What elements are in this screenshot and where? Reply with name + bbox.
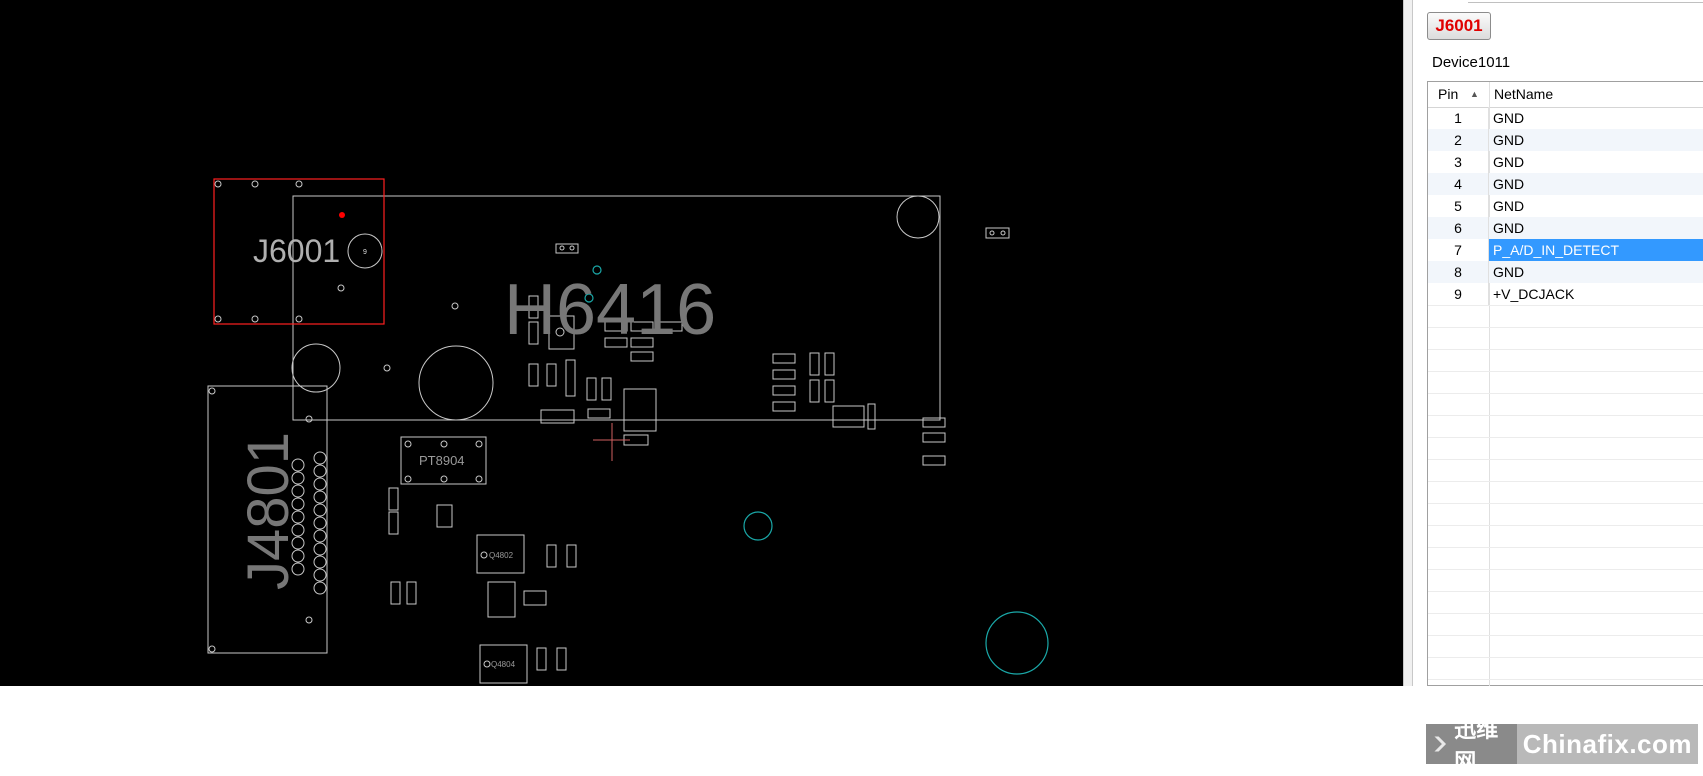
empty-row xyxy=(1428,349,1703,372)
empty-row xyxy=(1428,415,1703,438)
pin-cell: 2 xyxy=(1428,129,1489,151)
via xyxy=(743,511,773,541)
empty-row xyxy=(1428,679,1703,686)
sort-ascending-icon: ▲ xyxy=(1470,89,1479,99)
crosshair-cursor xyxy=(593,423,630,461)
component-button[interactable]: J6001 xyxy=(1427,12,1491,40)
watermark-en: Chinafix.com xyxy=(1516,724,1698,764)
pt8904-label: PT8904 xyxy=(419,453,465,468)
empty-row xyxy=(1428,393,1703,416)
device-label: Device1011 xyxy=(1432,54,1511,71)
pin-cell: 5 xyxy=(1428,195,1489,217)
empty-row xyxy=(1428,635,1703,658)
pin-cell: 6 xyxy=(1428,217,1489,239)
watermark-logo: 迅维网 Chinafix.com xyxy=(1426,717,1698,774)
netname-cell: GND xyxy=(1493,264,1525,280)
pin-cell: 7 xyxy=(1428,239,1489,261)
netname-cell: GND xyxy=(1493,176,1525,192)
q4804-label: Q4804 xyxy=(491,660,516,669)
empty-row xyxy=(1428,437,1703,460)
via xyxy=(451,302,459,310)
via xyxy=(208,645,216,653)
empty-row xyxy=(1428,459,1703,482)
q4802-outline xyxy=(476,534,525,574)
netname-cell: +V_DCJACK xyxy=(1493,286,1575,302)
via xyxy=(584,293,594,303)
empty-row xyxy=(1428,525,1703,548)
netname-cell: GND xyxy=(1493,132,1525,148)
pin-cell: 1 xyxy=(1428,107,1489,129)
j6001-pin-selected xyxy=(339,212,345,218)
mount-hole xyxy=(291,343,341,393)
empty-row xyxy=(1428,613,1703,636)
ic-outline xyxy=(832,405,865,428)
j6001-label: J6001 xyxy=(253,233,340,269)
pin-cell: 8 xyxy=(1428,261,1489,283)
q4804-outline xyxy=(479,644,528,684)
pcb-board-view[interactable]: H6416 J6001 9 J4801 PT8904 Q4802 Q4804 xyxy=(0,0,1403,686)
j6001-pin9-pad[interactable] xyxy=(347,233,383,269)
j6001-outline[interactable] xyxy=(213,178,385,325)
via xyxy=(592,265,602,275)
netname-cell: GND xyxy=(1493,198,1525,214)
pin-cell: 9 xyxy=(1428,283,1489,305)
empty-row xyxy=(1428,503,1703,526)
ic-outline xyxy=(548,315,575,350)
j4801-pins xyxy=(291,451,327,595)
column-header-netname[interactable]: NetName xyxy=(1490,82,1703,107)
empty-row xyxy=(1428,481,1703,504)
empty-row xyxy=(1428,547,1703,570)
smd-pads xyxy=(388,227,1010,671)
mount-hole xyxy=(418,345,494,421)
h6416-label: H6416 xyxy=(504,270,716,350)
footer-area xyxy=(0,686,1703,768)
ic-outline xyxy=(623,388,657,432)
pin-cell: 3 xyxy=(1428,151,1489,173)
via xyxy=(383,364,391,372)
pt8904-outline xyxy=(400,436,487,485)
column-divider xyxy=(1489,107,1490,686)
netname-cell: P_A/D_IN_DETECT xyxy=(1493,242,1620,258)
pcb-drawing[interactable]: H6416 J6001 9 J4801 PT8904 Q4802 Q4804 xyxy=(0,0,1403,686)
j4801-label: J4801 xyxy=(236,432,301,590)
empty-row xyxy=(1428,371,1703,394)
panel-top-border xyxy=(1468,0,1703,3)
column-header-pin[interactable]: Pin xyxy=(1428,82,1490,107)
q4802-label: Q4802 xyxy=(489,551,514,560)
mount-hole xyxy=(896,195,940,239)
empty-row xyxy=(1428,305,1703,328)
h6416-outline xyxy=(292,195,941,421)
netname-cell: GND xyxy=(1493,110,1525,126)
via xyxy=(985,611,1049,675)
via xyxy=(208,387,216,395)
chevron-right-icon xyxy=(1434,736,1447,752)
netname-cell: GND xyxy=(1493,220,1525,236)
j4801-outline xyxy=(207,385,328,654)
empty-row xyxy=(1428,591,1703,614)
watermark-cn: 迅维网 xyxy=(1426,717,1517,774)
pin-cell: 4 xyxy=(1428,173,1489,195)
table-row[interactable]: 9+V_DCJACK xyxy=(1428,283,1703,305)
via xyxy=(305,616,313,624)
netname-cell: GND xyxy=(1493,154,1525,170)
empty-row xyxy=(1428,327,1703,350)
empty-row xyxy=(1428,657,1703,680)
ic-outline xyxy=(487,581,516,618)
pad-number: 9 xyxy=(363,249,367,256)
empty-row xyxy=(1428,569,1703,592)
table-header: Pin ▲ NetName xyxy=(1428,82,1703,108)
via xyxy=(305,415,313,423)
splitter[interactable] xyxy=(1403,0,1413,686)
